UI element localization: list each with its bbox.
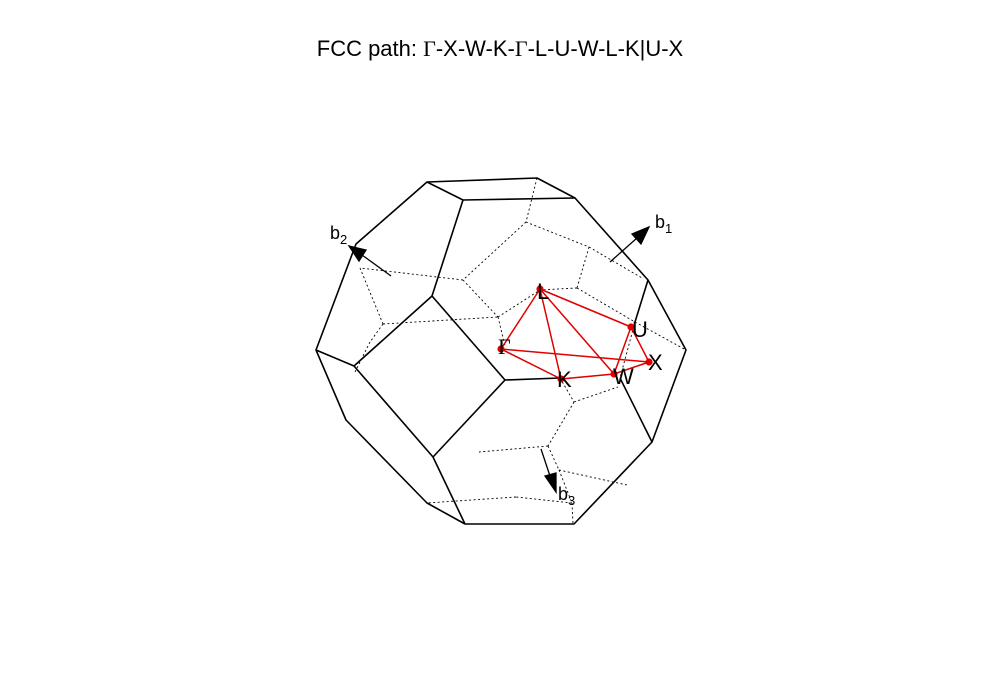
figure-title: FCC path: Γ-X-W-K-Γ-L-U-W-L-K|U-X [0, 36, 1000, 62]
title-segment-2: -L-U-W-L-K|U-X [527, 36, 684, 61]
front-edge [353, 295, 433, 367]
b3-arrow-head [543, 472, 557, 495]
front-edge [426, 181, 464, 201]
path-segment-gamma-l [500, 288, 541, 350]
label-w: W [613, 364, 634, 389]
front-edge [504, 377, 561, 381]
label-k: K [557, 367, 572, 392]
point-l [536, 285, 544, 293]
hidden-edge [354, 341, 371, 373]
b3-arrow-shaft [540, 448, 551, 477]
hidden-edge [525, 177, 538, 223]
hidden-edge [462, 221, 527, 281]
title-gamma-2: Γ [514, 36, 528, 61]
high-symmetry-points [497, 285, 653, 383]
hidden-edge [497, 316, 506, 347]
visible-edges [315, 177, 687, 525]
reciprocal-vectors [347, 225, 651, 495]
point-u [627, 323, 635, 331]
path-segment-k-gamma [500, 348, 562, 380]
hidden-edge [426, 496, 517, 504]
front-edge [431, 295, 506, 381]
label-u: U [632, 317, 648, 342]
front-edge [634, 279, 649, 323]
front-edge [432, 456, 466, 525]
b2-arrow-shaft [361, 254, 392, 277]
point-k [557, 375, 565, 383]
front-edge [432, 379, 506, 458]
path-segment-l-u [539, 288, 632, 328]
front-edge [462, 197, 576, 201]
b2-arrow-head [347, 244, 368, 263]
hidden-edge [515, 496, 573, 504]
front-edge [315, 349, 355, 367]
hidden-edge [359, 267, 464, 281]
title-gamma-1: Γ [423, 36, 436, 61]
hidden-edge [634, 321, 687, 351]
hidden-edge [576, 246, 590, 289]
point-labels: Γ L U X W K [498, 279, 663, 392]
front-edge [619, 377, 653, 443]
path-segment-gamma-x [500, 348, 650, 363]
hidden-edge [547, 445, 560, 471]
b3-label: b3 [558, 484, 575, 508]
hidden-edge [525, 221, 590, 248]
label-l: L [537, 279, 549, 304]
label-x: X [648, 350, 663, 375]
hidden-edge [369, 323, 384, 343]
path-segment-w-l [539, 288, 615, 375]
path-segment-w-k [560, 373, 615, 380]
path-segment-u-x [630, 326, 650, 363]
path-segment-l-k [539, 288, 562, 380]
hidden-edge [588, 246, 643, 279]
front-edge [431, 199, 464, 297]
b1-arrow-shaft [609, 237, 638, 263]
hidden-edge [359, 267, 384, 325]
path-segment-u-w [613, 326, 632, 375]
path-segment-x-w [613, 361, 650, 375]
hidden-edge [558, 469, 573, 504]
k-path [500, 288, 650, 380]
hidden-edge [571, 502, 574, 525]
hidden-edge [539, 287, 578, 291]
point-x [645, 358, 653, 366]
b2-label: b2 [330, 223, 347, 247]
hidden-edge [558, 469, 628, 486]
label-gamma: Γ [498, 334, 511, 359]
b1-arrow-head [630, 225, 651, 246]
hidden-edge [462, 279, 499, 318]
point-gamma [497, 345, 505, 353]
hidden-edge [478, 445, 549, 453]
point-w [610, 370, 618, 378]
hidden-edge [497, 289, 541, 318]
title-lead: FCC path: [316, 36, 424, 61]
front-edge [353, 365, 434, 458]
hidden-edge [547, 401, 575, 447]
hidden-edge [382, 316, 499, 325]
b1-label: b1 [655, 212, 672, 236]
title-segment-1: -X-W-K- [435, 36, 515, 61]
hidden-edge [573, 386, 619, 403]
